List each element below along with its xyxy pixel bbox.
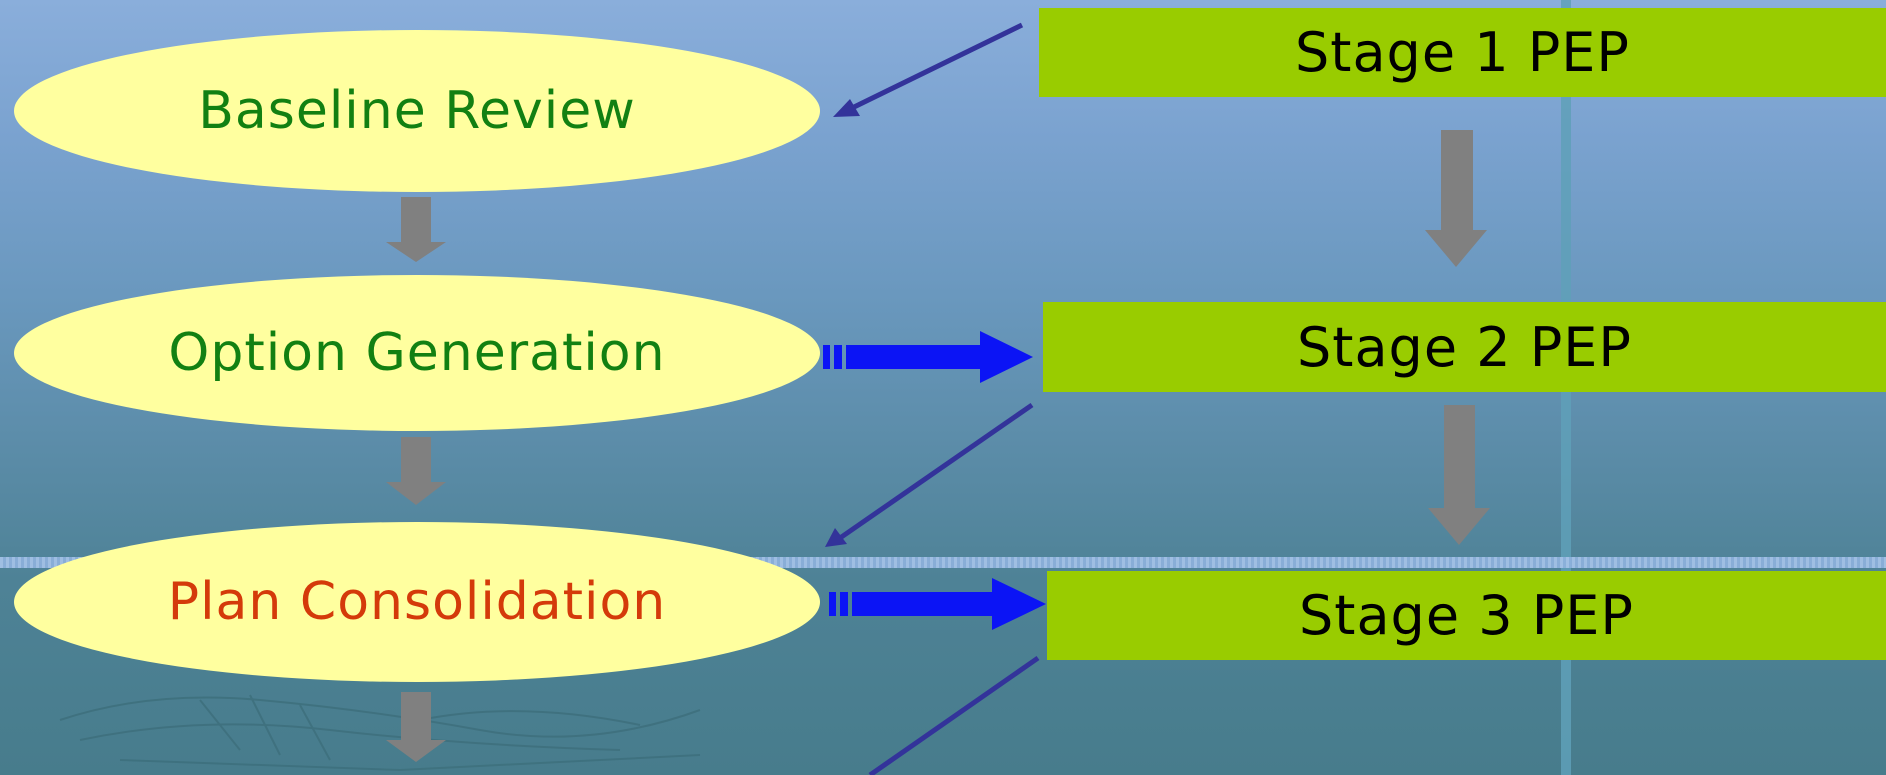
flow-arrow-down-2	[386, 437, 446, 505]
forward-arrow-2	[829, 578, 1046, 630]
feedback-arrow-1	[833, 22, 1024, 117]
background-horizontal-band	[0, 557, 1886, 568]
stage-2-box: Stage 2 PEP	[1043, 302, 1886, 392]
flow-arrow-down-3	[386, 692, 446, 762]
process-step-plan-consolidation: Plan Consolidation	[14, 522, 820, 682]
feedback-arrow-2	[825, 402, 1034, 547]
stage-3-box: Stage 3 PEP	[1047, 571, 1886, 660]
stage-arrow-down-2	[1428, 405, 1490, 545]
process-step-label: Plan Consolidation	[167, 572, 667, 632]
stage-label: Stage 1 PEP	[1295, 21, 1630, 84]
process-step-label: Baseline Review	[198, 81, 636, 141]
process-step-label: Option Generation	[168, 323, 666, 383]
stage-label: Stage 2 PEP	[1297, 315, 1632, 379]
process-step-baseline-review: Baseline Review	[14, 30, 820, 192]
stage-arrow-down-1	[1425, 130, 1487, 267]
feedback-arrow-3	[868, 655, 1040, 775]
background-map-image	[59, 694, 701, 772]
forward-arrow-1	[823, 331, 1033, 383]
flow-arrow-down-1	[386, 197, 446, 262]
stage-1-box: Stage 1 PEP	[1039, 8, 1886, 97]
process-step-option-generation: Option Generation	[14, 275, 820, 431]
stage-label: Stage 3 PEP	[1299, 584, 1634, 647]
